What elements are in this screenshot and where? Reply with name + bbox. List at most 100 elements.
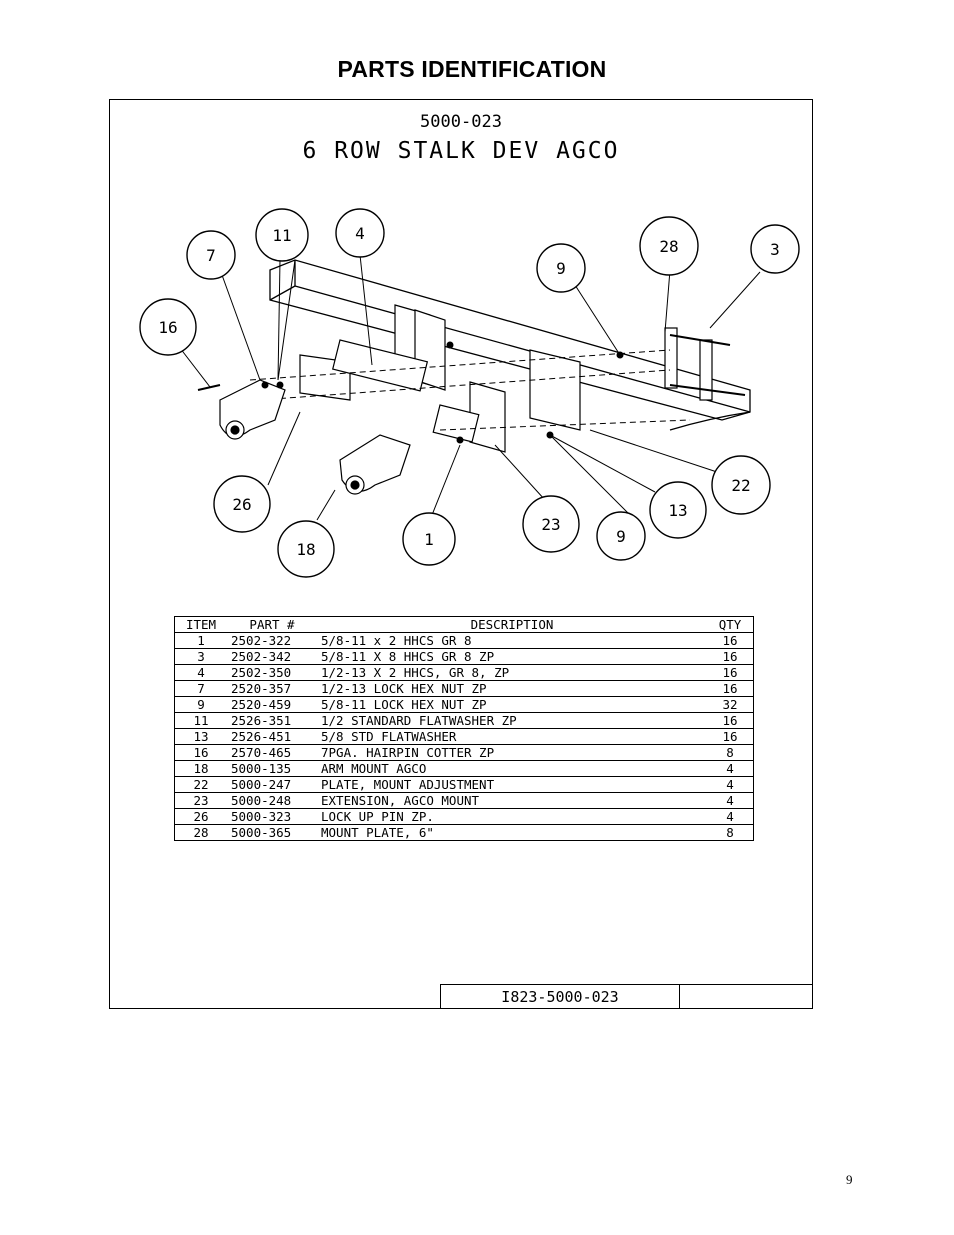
qty-cell: 16	[707, 648, 754, 665]
part-number-cell: 2570-465	[227, 744, 317, 761]
leader-lines	[179, 254, 761, 526]
balloon-label-23: 23	[541, 515, 560, 534]
header-part-number: PART #	[227, 616, 317, 633]
qty-cell: 4	[707, 792, 754, 809]
item-cell: 1	[174, 632, 227, 649]
balloon-28	[639, 216, 699, 276]
balloon-label-18: 18	[296, 540, 315, 559]
balloon-22	[711, 455, 771, 515]
part-number-cell: 5000-135	[227, 760, 317, 777]
drawing-number: 5000-023	[420, 112, 502, 132]
qty-cell: 4	[707, 760, 754, 777]
description-cell: MOUNT PLATE, 6"	[317, 824, 707, 841]
balloon-23	[522, 495, 580, 553]
balloon-label-16: 16	[158, 318, 177, 337]
balloon-3	[750, 224, 800, 274]
qty-cell: 16	[707, 728, 754, 745]
parts-table-header: ITEM PART # DESCRIPTION QTY	[174, 616, 754, 633]
description-cell: ARM MOUNT AGCO	[317, 760, 707, 777]
balloon-26	[213, 475, 271, 533]
description-cell: 5/8-11 x 2 HHCS GR 8	[317, 632, 707, 649]
item-cell: 7	[174, 680, 227, 697]
part-number-cell: 2502-322	[227, 632, 317, 649]
qty-cell: 8	[707, 744, 754, 761]
drawing-frame: 5000-023 6 ROW STALK DEV AGCO	[109, 99, 813, 1009]
qty-cell: 4	[707, 776, 754, 793]
balloon-label-9-upper: 9	[556, 259, 566, 278]
description-cell: 5/8 STD FLATWASHER	[317, 728, 707, 745]
balloon-label-13: 13	[668, 501, 687, 520]
balloon-11	[255, 208, 309, 262]
item-cell: 26	[174, 808, 227, 825]
balloon-label-3: 3	[770, 240, 780, 259]
item-cell: 9	[174, 696, 227, 713]
part-number-cell: 2526-351	[227, 712, 317, 729]
qty-cell: 16	[707, 680, 754, 697]
balloon-label-26: 26	[232, 495, 251, 514]
description-cell: 1/2-13 X 2 HHCS, GR 8, ZP	[317, 664, 707, 681]
part-number-cell: 5000-365	[227, 824, 317, 841]
description-cell: 1/2-13 LOCK HEX NUT ZP	[317, 680, 707, 697]
item-cell: 18	[174, 760, 227, 777]
item-cell: 23	[174, 792, 227, 809]
title-block-empty-cell	[680, 985, 813, 1009]
assembly-centerlines	[249, 349, 691, 431]
balloon-7	[186, 230, 236, 280]
item-cell: 11	[174, 712, 227, 729]
header-item: ITEM	[174, 616, 227, 633]
arm-mount-upper	[219, 379, 286, 440]
balloon-13	[649, 481, 707, 539]
qty-cell: 4	[707, 808, 754, 825]
description-cell: 7PGA. HAIRPIN COTTER ZP	[317, 744, 707, 761]
balloon-4	[335, 208, 385, 258]
arm-mount-lower	[339, 434, 411, 495]
item-balloons	[139, 208, 800, 578]
item-cell: 16	[174, 744, 227, 761]
description-cell: PLATE, MOUNT ADJUSTMENT	[317, 776, 707, 793]
balloon-label-11: 11	[272, 226, 291, 245]
balloon-label-28: 28	[659, 237, 678, 256]
part-number-cell: 2526-451	[227, 728, 317, 745]
balloon-1	[402, 512, 456, 566]
balloon-18	[277, 520, 335, 578]
item-cell: 28	[174, 824, 227, 841]
description-cell: 5/8-11 LOCK HEX NUT ZP	[317, 696, 707, 713]
item-cell: 13	[174, 728, 227, 745]
qty-cell: 32	[707, 696, 754, 713]
balloon-9-lower	[596, 511, 646, 561]
balloon-16	[139, 298, 197, 356]
balloon-label-4: 4	[355, 224, 365, 243]
drawing-name: 6 ROW STALK DEV AGCO	[302, 138, 620, 164]
exploded-assembly-diagram: 11 4 7 16 9 28 3 22 13 9 23 1 26 18	[139, 208, 800, 578]
header-qty: QTY	[707, 616, 754, 633]
part-number-cell: 2502-342	[227, 648, 317, 665]
description-cell: 5/8-11 X 8 HHCS GR 8 ZP	[317, 648, 707, 665]
header-description: DESCRIPTION	[317, 616, 707, 633]
page-number: 9	[846, 1172, 853, 1187]
page-title: PARTS IDENTIFICATION	[337, 56, 607, 82]
balloon-label-22: 22	[731, 476, 750, 495]
item-cell: 3	[174, 648, 227, 665]
part-number-cell: 5000-323	[227, 808, 317, 825]
part-number-cell: 2520-459	[227, 696, 317, 713]
part-number-cell: 2520-357	[227, 680, 317, 697]
title-block: I823-5000-023	[440, 984, 813, 1009]
balloon-label-1: 1	[424, 530, 434, 549]
drawing-id: I823-5000-023	[441, 985, 680, 1009]
description-cell: EXTENSION, AGCO MOUNT	[317, 792, 707, 809]
description-cell: 1/2 STANDARD FLATWASHER ZP	[317, 712, 707, 729]
description-cell: LOCK UP PIN ZP.	[317, 808, 707, 825]
part-number-cell: 5000-247	[227, 776, 317, 793]
qty-cell: 8	[707, 824, 754, 841]
